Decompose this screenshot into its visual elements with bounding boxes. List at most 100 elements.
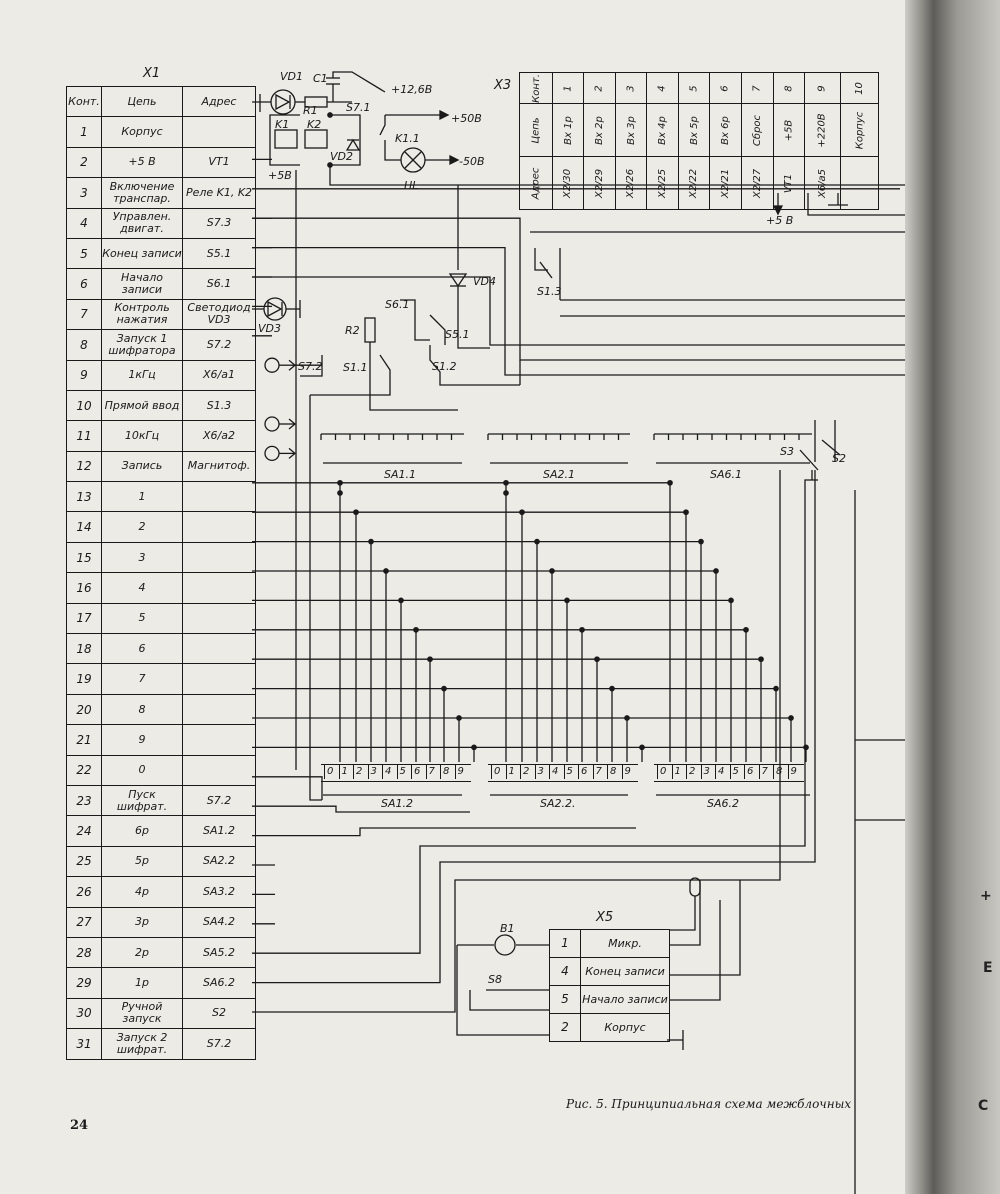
x1-circuit: 5 bbox=[101, 602, 183, 635]
switch-digit: 3 bbox=[367, 765, 377, 779]
switch-digit: 5 bbox=[729, 765, 739, 779]
x1-contact: 21 bbox=[66, 724, 102, 756]
label-sa62: SA6.2 bbox=[707, 797, 740, 810]
led-vd1 bbox=[270, 89, 296, 115]
x1-header-circuit: Цепь bbox=[101, 85, 183, 118]
x3-address: VT1 bbox=[783, 173, 795, 193]
switch-digit: 2 bbox=[686, 765, 695, 779]
switch-contact-strip bbox=[488, 764, 638, 782]
switch-contact-strip bbox=[321, 764, 471, 782]
label-vd4: VD4 bbox=[473, 275, 496, 288]
x1-circuit: 1р bbox=[101, 967, 183, 999]
wire bbox=[309, 395, 322, 801]
x3-contact: 1 bbox=[562, 84, 574, 92]
x1-address: S7.2 bbox=[182, 329, 256, 361]
x1-contact: 1 bbox=[66, 116, 102, 148]
x1-circuit: 6 bbox=[101, 633, 183, 665]
junction-dot bbox=[534, 538, 540, 545]
switch-digit: 4 bbox=[382, 765, 391, 779]
x3-circuit-cell: +5В bbox=[772, 103, 806, 157]
x3-row-label: Адрес bbox=[530, 167, 542, 199]
wire bbox=[799, 449, 819, 471]
voltage-plus-5v-x3: +5 В bbox=[766, 214, 794, 227]
junction-dot bbox=[549, 568, 555, 574]
x3-address: Х2/25 bbox=[657, 168, 669, 198]
led-vd3 bbox=[263, 297, 287, 321]
x1-contact: 16 bbox=[66, 572, 102, 604]
x3-circuit-cell: Вх 6р bbox=[709, 103, 742, 157]
x5-circuit: Корпус bbox=[580, 1013, 670, 1042]
junction-dot bbox=[743, 626, 749, 633]
x1-address bbox=[182, 724, 256, 756]
x1-address bbox=[182, 511, 256, 543]
x3-address: Х2/29 bbox=[594, 168, 606, 198]
x1-circuit: 10кГц bbox=[101, 420, 183, 452]
x1-address: VT1 bbox=[182, 146, 256, 179]
relay-k1 bbox=[274, 129, 298, 149]
x3-address-cell: Х2/26 bbox=[614, 156, 648, 210]
x1-address bbox=[182, 572, 256, 604]
x3-contact-cell: 10 bbox=[839, 72, 880, 104]
x3-address: Х2/30 bbox=[562, 168, 574, 198]
wire bbox=[252, 217, 905, 361]
junction-dot bbox=[683, 509, 689, 516]
x1-address: S5.1 bbox=[182, 237, 256, 270]
x1-address bbox=[182, 541, 256, 574]
voltage-plus-50v: +50В bbox=[451, 112, 482, 125]
x1-contact: 24 bbox=[66, 815, 102, 847]
wire bbox=[369, 342, 458, 411]
junction-dot bbox=[758, 656, 764, 663]
x1-circuit: 6р bbox=[101, 815, 183, 847]
wire bbox=[670, 900, 721, 1001]
jack-symbol bbox=[264, 416, 280, 432]
switch-digit: 1 bbox=[338, 765, 348, 779]
voltage-minus-50v: -50В bbox=[459, 155, 485, 168]
label-s12: S1.2 bbox=[432, 360, 457, 373]
junction-dot bbox=[519, 509, 525, 516]
switch-digit: 5 bbox=[396, 765, 406, 779]
x1-address: S7.2 bbox=[182, 1028, 256, 1060]
spine-mark-plus: + bbox=[980, 888, 992, 904]
wire bbox=[252, 470, 816, 984]
wire bbox=[288, 447, 297, 459]
x1-contact: 20 bbox=[66, 693, 102, 726]
x1-address bbox=[182, 481, 256, 513]
label-sa21: SA2.1 bbox=[543, 468, 576, 481]
x3-contact-cell: 6 bbox=[709, 72, 742, 104]
x5-circuit: Начало записи bbox=[580, 985, 670, 1014]
x1-circuit: 8 bbox=[101, 693, 183, 726]
x3-row-label: Конт. bbox=[530, 73, 542, 103]
x5-contact: 2 bbox=[549, 1013, 581, 1042]
x3-contact: 2 bbox=[594, 84, 606, 92]
junction-dot bbox=[337, 490, 343, 496]
junction-dot bbox=[579, 626, 585, 633]
junction-dot bbox=[594, 656, 600, 663]
x1-circuit: 9 bbox=[101, 724, 183, 756]
x3-contact-cell: 3 bbox=[614, 72, 648, 104]
x1-contact: 14 bbox=[66, 511, 102, 543]
wire bbox=[400, 299, 430, 341]
x1-address: S7.3 bbox=[182, 207, 256, 239]
x1-address: S2 bbox=[182, 997, 256, 1030]
wire bbox=[252, 805, 470, 813]
x3-title: X3 bbox=[494, 78, 512, 93]
x3-circuit-cell: Корпус bbox=[839, 103, 880, 157]
x1-circuit: 1кГц bbox=[101, 359, 183, 391]
x3-address-cell bbox=[839, 156, 880, 210]
voltage-plus-5v-left: +5В bbox=[268, 169, 292, 182]
x1-address bbox=[182, 754, 256, 786]
switch-digit: 9 bbox=[454, 765, 464, 779]
